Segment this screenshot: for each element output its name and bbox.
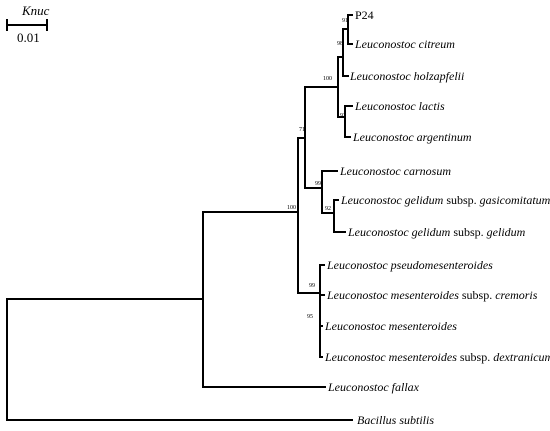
bootstrap-label: 98 — [337, 41, 343, 47]
bootstrap-label: 100 — [323, 76, 332, 82]
taxon-labels: P24 Leuconostoc citreum Leuconostoc holz… — [324, 8, 550, 427]
taxon-label-carnosum: Leuconostoc carnosum — [339, 164, 451, 178]
bootstrap-label: 100 — [287, 205, 296, 211]
taxon-rank: subsp. — [450, 225, 486, 239]
bootstrap-label: 92 — [325, 206, 331, 212]
scale-bar: Knuc 0.01 — [6, 3, 50, 45]
bootstrap-values: 91 98 100 92 71 99 92 100 99 95 — [287, 18, 348, 320]
taxon-label-argentinum: Leuconostoc argentinum — [352, 130, 472, 144]
tree-branches — [6, 14, 353, 421]
taxon-rank: subsp. — [443, 193, 479, 207]
taxon-label-bacillus: Bacillus subtilis — [357, 413, 434, 427]
taxon-subspecies-name: gelidum — [487, 225, 526, 239]
taxon-label-pseudomesenteroides: Leuconostoc pseudomesenteroides — [326, 258, 493, 272]
bootstrap-label: 91 — [342, 18, 348, 24]
taxon-label-gasicomitatum: Leuconostoc gelidum subsp. gasicomitatum — [340, 193, 550, 207]
taxon-subspecies-name: dextranicum — [493, 350, 550, 364]
taxon-label-holzapfelii: Leuconostoc holzapfelii — [349, 69, 464, 83]
taxon-species-name: Leuconostoc gelidum — [340, 193, 444, 207]
taxon-subspecies-name: gasicomitatum — [480, 193, 550, 207]
taxon-rank: subsp. — [459, 288, 495, 302]
taxon-label-citreum: Leuconostoc citreum — [354, 37, 455, 51]
bootstrap-label: 92 — [340, 113, 346, 119]
taxon-label-cremoris: Leuconostoc mesenteroides subsp. cremori… — [326, 288, 538, 302]
taxon-species-name: Leuconostoc mesenteroides — [326, 288, 459, 302]
taxon-label-mesenteroides: Leuconostoc mesenteroides — [324, 319, 457, 333]
taxon-subspecies-name: cremoris — [495, 288, 538, 302]
scale-bar-label: 0.01 — [17, 30, 40, 45]
scale-bar-title: Knuc — [21, 3, 50, 18]
taxon-species-name: Leuconostoc gelidum — [347, 225, 451, 239]
taxon-label-lactis: Leuconostoc lactis — [354, 99, 445, 113]
bootstrap-label: 99 — [309, 283, 315, 289]
taxon-label-dextranicum: Leuconostoc mesenteroides subsp. dextran… — [324, 350, 550, 364]
taxon-label-p24: P24 — [355, 8, 374, 22]
taxon-label-fallax: Leuconostoc fallax — [327, 380, 420, 394]
bootstrap-label: 99 — [315, 181, 321, 187]
bootstrap-label: 95 — [307, 314, 313, 320]
taxon-rank: subsp. — [457, 350, 493, 364]
bootstrap-label: 71 — [299, 127, 305, 133]
taxon-label-gelidum: Leuconostoc gelidum subsp. gelidum — [347, 225, 526, 239]
taxon-species-name: Leuconostoc mesenteroides — [324, 350, 457, 364]
